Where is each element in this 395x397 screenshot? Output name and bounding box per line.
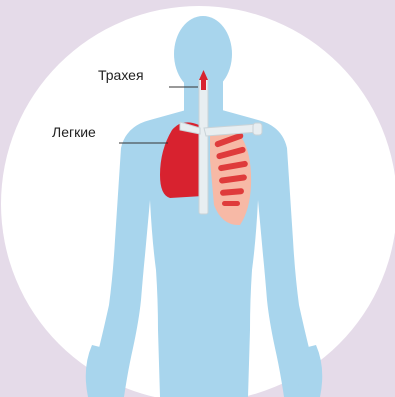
right-hand-shape: [296, 345, 322, 397]
bronchus-cap: [253, 123, 262, 135]
trachea-label: Трахея: [98, 67, 144, 83]
left-hand-shape: [86, 345, 112, 397]
trachea-top-red: [201, 78, 206, 90]
bronchus-6: [222, 201, 240, 206]
trachea-stem: [199, 78, 208, 214]
lungs-label: Легкие: [52, 124, 96, 140]
